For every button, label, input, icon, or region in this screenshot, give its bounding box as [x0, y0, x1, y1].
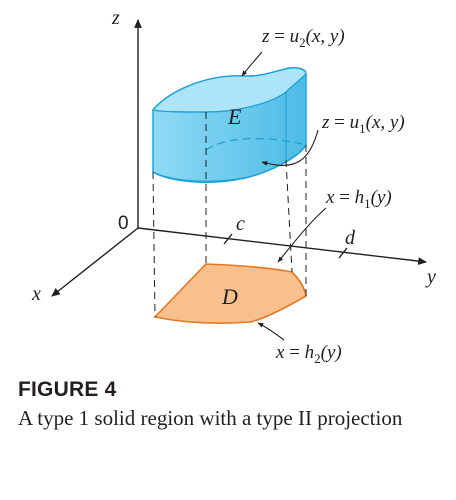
y-axis-label: y: [425, 266, 436, 288]
equation-upper-surface: z = u2(x, y): [261, 26, 345, 50]
figure-diagram: z y x 0 c d E D z = u2(x, y) z = u1(x, y…: [31, 7, 436, 366]
equation-lower-surface: z = u1(x, y): [321, 112, 405, 136]
figure-caption: FIGURE 4 A type 1 solid region with a ty…: [18, 378, 438, 431]
leader-u2: [241, 51, 263, 77]
tick-d: [338, 247, 348, 259]
leader-u1: [261, 129, 319, 166]
z-axis-label: z: [111, 7, 120, 29]
projection-line-mid: [285, 159, 293, 273]
tick-c: [223, 233, 233, 245]
point-c-label: c: [236, 213, 245, 235]
origin-label: 0: [118, 213, 129, 234]
projection-line-left: [152, 171, 156, 318]
region-label-d: D: [221, 284, 238, 309]
equation-boundary-h1: x = h1(y): [325, 187, 392, 211]
figure-caption-text: A type 1 solid region with a type II pro…: [18, 406, 403, 430]
x-axis: [51, 227, 139, 297]
y-axis: [137, 227, 427, 265]
leader-h1: [277, 207, 327, 263]
equation-boundary-h2: x = h2(y): [275, 342, 342, 366]
figure-title: FIGURE 4: [18, 378, 117, 401]
x-axis-label: x: [31, 283, 41, 305]
lower-surface-edge: [205, 137, 307, 151]
point-d-label: d: [345, 227, 356, 249]
upper-surface: [151, 67, 307, 113]
solid-label-e: E: [227, 104, 242, 129]
leader-h2: [257, 322, 285, 341]
bottom-front-edge: [152, 144, 307, 183]
